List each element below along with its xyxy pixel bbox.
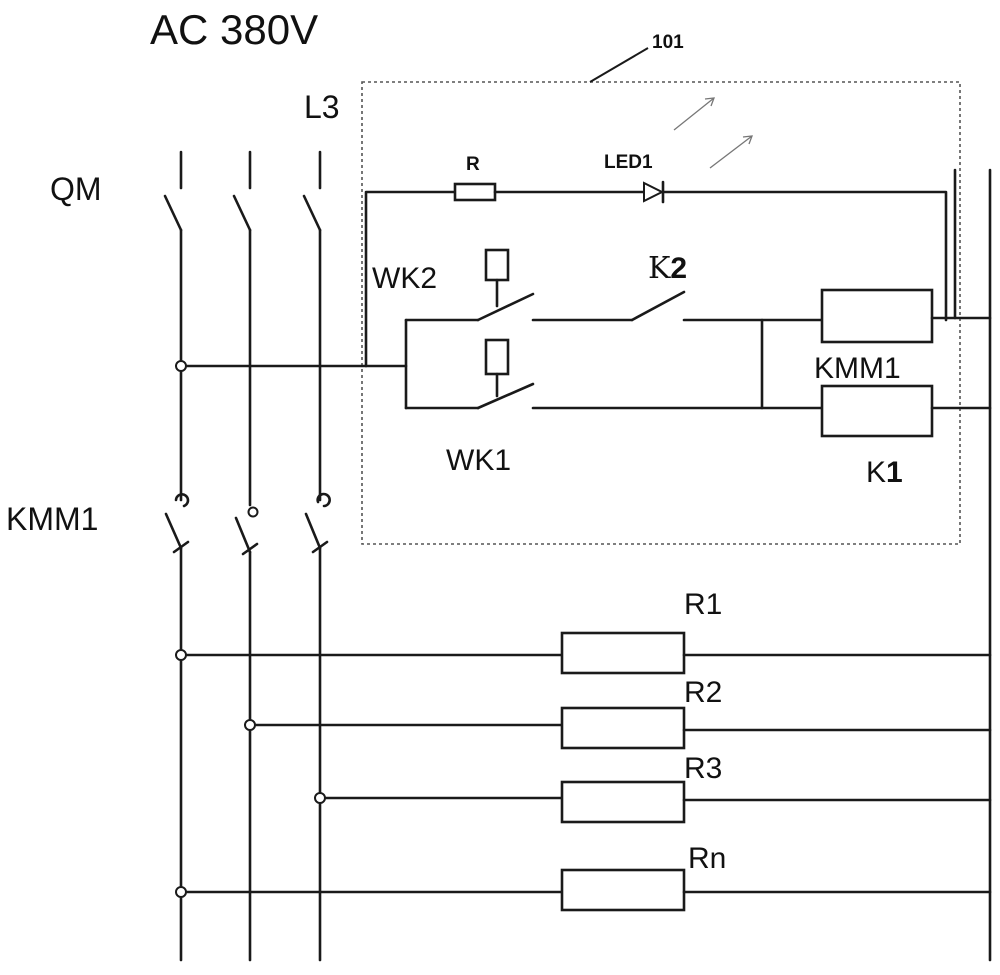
phase-verticals-lower bbox=[181, 548, 320, 960]
r1-label: R1 bbox=[684, 588, 722, 621]
kmm1-main-contacts bbox=[166, 494, 330, 554]
k1-coil bbox=[822, 386, 932, 436]
heater-rn bbox=[176, 870, 990, 910]
r2-label: R2 bbox=[684, 676, 722, 709]
wk1-label: WK1 bbox=[446, 444, 511, 477]
wk1-contact bbox=[478, 340, 533, 408]
led-light-arrows bbox=[674, 98, 752, 168]
kmm1-coil bbox=[822, 290, 932, 342]
k1-label: K1 bbox=[866, 456, 903, 489]
coil-kmm1-label: KMM1 bbox=[814, 352, 901, 385]
k2-label: K2 bbox=[648, 251, 687, 286]
wk2-contact bbox=[478, 250, 533, 320]
module-101-leader bbox=[590, 48, 648, 82]
k1-label-prefix: K bbox=[866, 456, 886, 489]
wk2-label: WK2 bbox=[372, 262, 437, 295]
phase-l3-label: L3 bbox=[304, 89, 340, 125]
resistor-r-label: R bbox=[466, 154, 480, 175]
phase-lines bbox=[181, 152, 320, 188]
r3-label: R3 bbox=[684, 752, 722, 785]
junction-dot bbox=[176, 361, 186, 371]
supply-label: AC 380V bbox=[150, 6, 318, 53]
qm-breaker bbox=[165, 196, 320, 230]
heater-r1 bbox=[176, 633, 990, 673]
k2-label-number: 2 bbox=[670, 252, 687, 285]
rn-label: Rn bbox=[688, 842, 726, 875]
k1-label-number: 1 bbox=[886, 456, 903, 489]
phase-verticals-upper bbox=[181, 230, 320, 505]
heater-r3 bbox=[315, 782, 990, 822]
k2-contact bbox=[632, 292, 684, 320]
resistor-r bbox=[455, 184, 495, 200]
led1-label: LED1 bbox=[604, 152, 653, 173]
breaker-qm-label: QM bbox=[50, 171, 102, 207]
heater-r2 bbox=[245, 708, 990, 748]
k2-label-prefix: K bbox=[648, 251, 671, 286]
led1-diode bbox=[644, 182, 663, 202]
contactor-kmm1-label: KMM1 bbox=[6, 501, 98, 537]
module-number-label: 101 bbox=[652, 32, 684, 53]
